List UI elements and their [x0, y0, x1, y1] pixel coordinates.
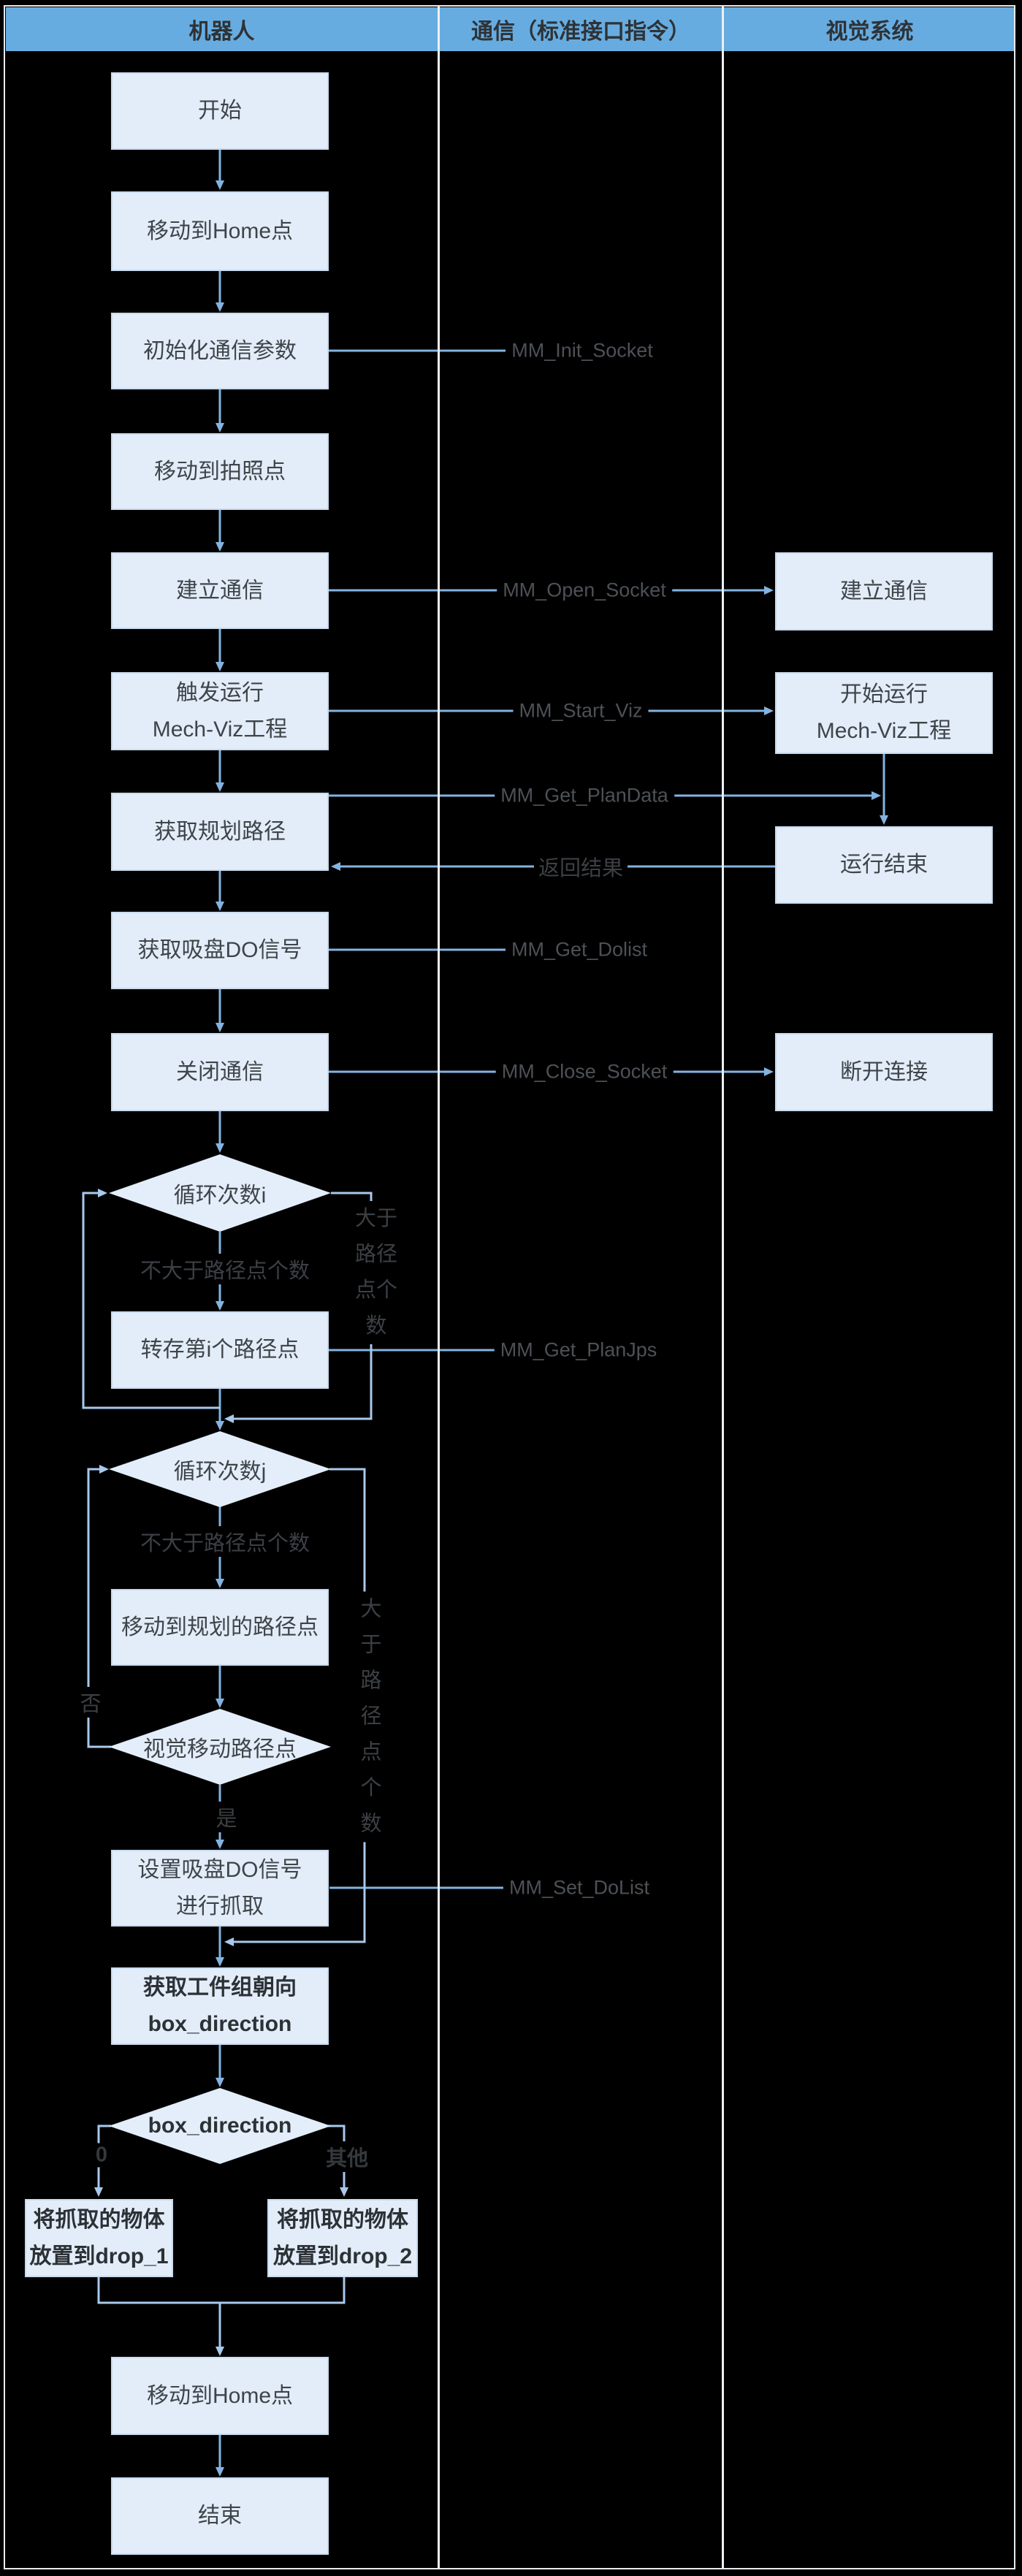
node-get-plan-path: 获取规划路径 — [111, 793, 329, 871]
lane-header-robot: 机器人 — [6, 7, 438, 51]
lane-divider-1 — [438, 7, 440, 2569]
branch-label-other: 其他 — [321, 2141, 373, 2172]
edge-label-mm-get-plandata: MM_Get_PlanData — [495, 784, 674, 807]
node-move-home-2: 移动到Home点 — [111, 2357, 329, 2435]
branch-label-no: 否 — [75, 1687, 106, 1718]
lane-header-vision: 视觉系统 — [724, 7, 1015, 51]
edge-label-mm-init-socket: MM_Init_Socket — [506, 339, 659, 362]
node-trigger-mechviz: 触发运行 Mech-Viz工程 — [111, 672, 329, 750]
edge-label-mm-start-viz: MM_Start_Viz — [513, 699, 649, 723]
node-open-comm-robot: 建立通信 — [111, 552, 329, 629]
node-close-comm: 关闭通信 — [111, 1033, 329, 1111]
branch-label-greater-i: 大于 路径 点个 数 — [352, 1201, 400, 1344]
node-move-planned-waypoint: 移动到规划的路径点 — [111, 1589, 329, 1666]
node-place-drop2: 将抓取的物体 放置到drop_2 — [267, 2199, 418, 2277]
node-end: 结束 — [111, 2477, 329, 2555]
node-set-do-grab: 设置吸盘DO信号 进行抓取 — [111, 1850, 329, 1927]
edge-label-return-result: 返回结果 — [533, 851, 628, 882]
node-init-comm-params: 初始化通信参数 — [111, 313, 329, 389]
edge-label-mm-close-socket: MM_Close_Socket — [495, 1060, 674, 1083]
node-move-home-1: 移动到Home点 — [111, 191, 329, 271]
node-get-do-signal: 获取吸盘DO信号 — [111, 912, 329, 989]
node-place-drop1: 将抓取的物体 放置到drop_1 — [25, 2199, 173, 2277]
node-move-photo-point: 移动到拍照点 — [111, 433, 329, 510]
branch-label-not-greater-i: 不大于路径点个数 — [135, 1254, 315, 1284]
node-vision-disconnect: 断开连接 — [775, 1033, 993, 1111]
lane-divider-2 — [722, 7, 724, 2569]
node-start: 开始 — [111, 72, 329, 150]
branch-label-greater-j: 大 于 路 径 点 个 数 — [358, 1591, 384, 1843]
branch-label-zero: 0 — [91, 2143, 113, 2168]
node-vision-start-mechviz: 开始运行 Mech-Viz工程 — [775, 672, 993, 754]
edge-label-mm-get-planjps: MM_Get_PlanJps — [494, 1338, 663, 1362]
node-get-box-direction: 获取工件组朝向 box_direction — [111, 1967, 329, 2045]
edge-label-mm-get-dolist: MM_Get_Dolist — [505, 938, 654, 961]
edge-label-mm-open-socket: MM_Open_Socket — [497, 579, 672, 602]
edge-label-mm-set-dolist: MM_Set_DoList — [503, 1876, 656, 1899]
node-vision-open-comm: 建立通信 — [775, 552, 993, 630]
node-vision-run-end: 运行结束 — [775, 826, 993, 904]
branch-label-yes: 是 — [211, 1802, 242, 1832]
branch-label-not-greater-j: 不大于路径点个数 — [135, 1526, 315, 1557]
lane-header-communication: 通信（标准接口指令） — [440, 7, 722, 51]
node-save-waypoint-i: 转存第i个路径点 — [111, 1311, 329, 1389]
